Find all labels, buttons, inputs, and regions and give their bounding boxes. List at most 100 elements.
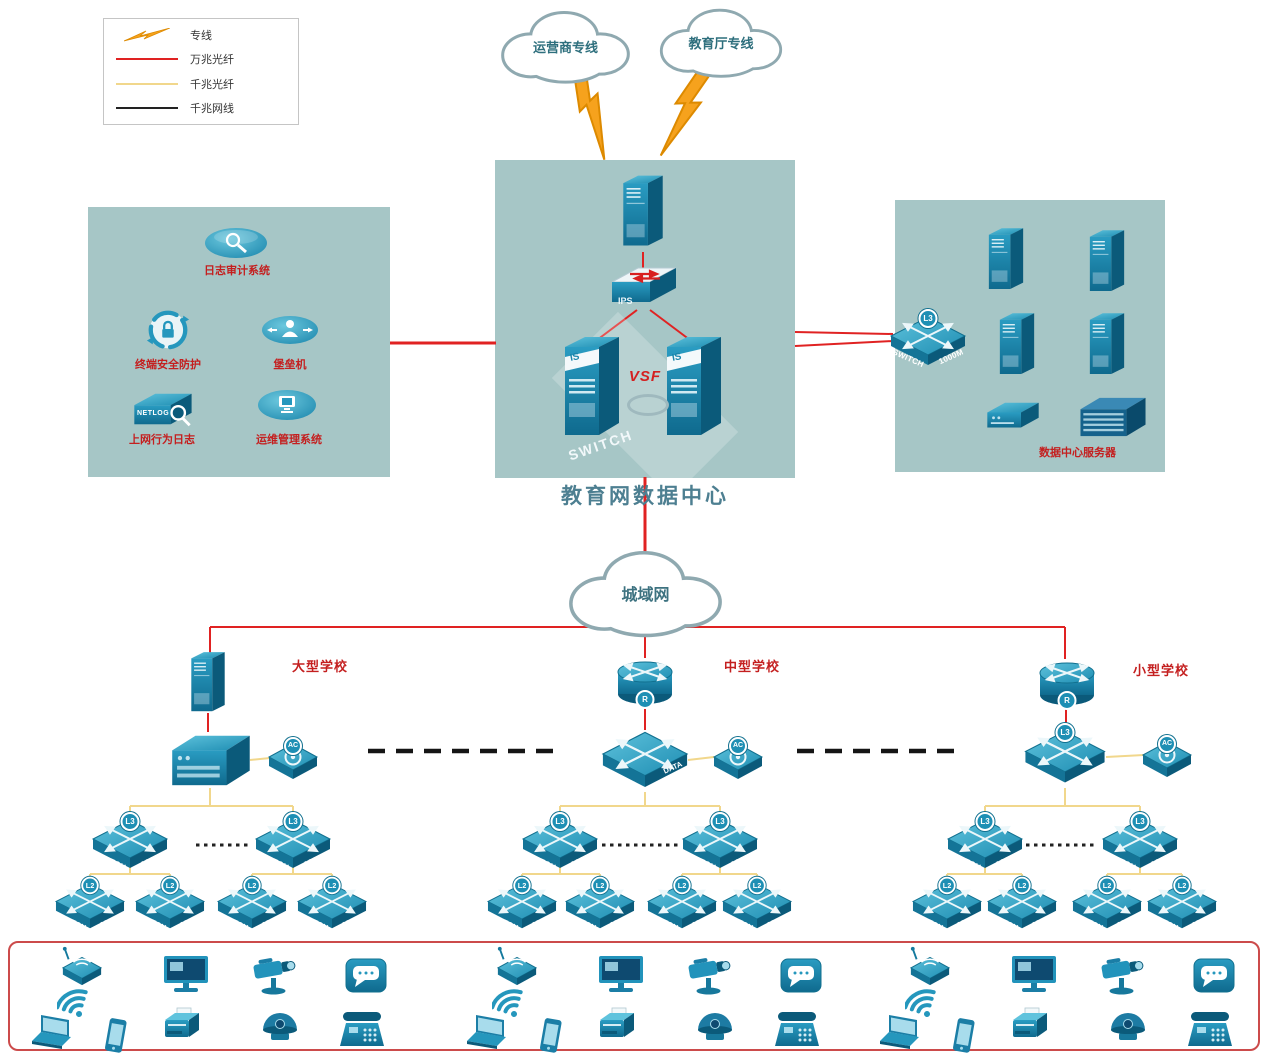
l3-badge: L3	[918, 309, 938, 328]
ac-badge: AC	[729, 737, 747, 755]
small-school-label: 小型学校	[1132, 663, 1189, 678]
printer-icon	[1008, 1007, 1052, 1043]
printer-icon	[595, 1007, 639, 1043]
storage-device	[982, 398, 1044, 434]
cloud-carrier-label: 运营商专线	[532, 39, 598, 55]
terminal-devices-box	[8, 941, 1260, 1051]
server-panel-caption: 数据中心服务器	[1039, 447, 1116, 459]
l2-switch: L2 SWITCH 1000M	[1070, 876, 1144, 934]
legend-item-dedicated-line: 专线	[104, 24, 298, 46]
small-school-core-switch: L3 SWITCH 1000M	[1022, 723, 1108, 790]
l3-switch: L3 SWITCH 1000M	[520, 812, 600, 875]
laptop-icon	[464, 1014, 510, 1050]
wireless-ap-icon	[908, 944, 952, 988]
large-school-server-icon	[187, 650, 229, 714]
ac-badge: AC	[284, 737, 302, 755]
l2-badge: L2	[591, 876, 609, 895]
desktop-icon	[1009, 955, 1059, 995]
l2-badge: L2	[1173, 876, 1191, 895]
endpoint-protection-label: 终端安全防护	[135, 359, 201, 371]
l2-badge: L2	[81, 876, 99, 895]
server-tower	[986, 224, 1026, 294]
printer-icon	[160, 1007, 204, 1043]
small-school-ac-icon: AC	[1141, 735, 1193, 782]
ips-device-icon: IPS	[606, 262, 682, 316]
netlog-label: 上网行为日志	[129, 434, 195, 446]
dome-camera-icon	[259, 1012, 301, 1042]
telephone-icon	[772, 1010, 822, 1048]
dome-camera-icon	[1107, 1012, 1149, 1042]
wireless-ap-icon	[495, 944, 539, 988]
endpoint-protection-icon	[145, 307, 191, 353]
bastion-host-icon	[260, 314, 320, 346]
l3-badge: L3	[550, 812, 570, 831]
l2-switch: L2 SWITCH 1000M	[485, 876, 559, 934]
router-badge: R	[635, 690, 655, 709]
ac-badge: AC	[1158, 735, 1176, 753]
l2-switch: L2 SWITCH 1000M	[53, 876, 127, 934]
core-server-2: IS	[663, 333, 725, 445]
l2-switch: L2 SWITCH 1000M	[720, 876, 794, 934]
l3-badge: L3	[120, 812, 140, 831]
log-audit-icon	[203, 226, 269, 262]
legend-item-1g-fiber: 千兆光纤	[104, 73, 298, 95]
l3-badge: L3	[975, 812, 995, 831]
vsf-ring	[627, 394, 669, 416]
wireless-ap-icon	[60, 944, 104, 988]
laptop-icon	[29, 1014, 75, 1050]
l3-switch: L3 SWITCH 1000M	[90, 812, 170, 875]
core-server-1: IS	[561, 333, 623, 445]
chat-icon	[344, 957, 388, 995]
router-badge: R	[1057, 691, 1077, 710]
cloud-carrier: 运营商专线	[483, 6, 648, 86]
server-tower	[1087, 226, 1127, 296]
camera-icon	[685, 953, 735, 997]
large-school-ac-icon: AC	[267, 737, 319, 784]
camera-icon	[1098, 953, 1148, 997]
rack-device	[1076, 394, 1150, 438]
legend: 专线 万兆光纤 千兆光纤 千兆网线	[103, 18, 299, 125]
desktop-icon	[596, 955, 646, 995]
ops-management-label: 运维管理系统	[256, 434, 322, 446]
large-school-label: 大型学校	[291, 659, 348, 674]
server-tower	[997, 309, 1037, 379]
l2-switch: L2 SWITCH 1000M	[133, 876, 207, 934]
netlog-device-label: NETLOG	[137, 410, 170, 417]
chat-icon	[779, 957, 823, 995]
l2-badge: L2	[513, 876, 531, 895]
l2-switch: L2 SWITCH 1000M	[215, 876, 289, 934]
smartphone-icon	[539, 1017, 563, 1054]
l2-switch: L2 SWITCH 1000M	[563, 876, 637, 934]
medium-school-label: 中型学校	[723, 659, 780, 674]
man-cloud: 城域网	[538, 545, 753, 640]
server-tower	[1087, 309, 1127, 379]
legend-label: 专线	[190, 30, 212, 43]
medium-school-core-switch: SWITCH DATA CENTER	[599, 729, 691, 795]
laptop-icon	[877, 1014, 923, 1050]
l2-badge: L2	[243, 876, 261, 895]
legend-label: 万兆光纤	[190, 54, 234, 67]
l2-switch: L2 SWITCH 1000M	[295, 876, 369, 934]
camera-icon	[250, 953, 300, 997]
smartphone-icon	[104, 1017, 128, 1054]
l2-badge: L2	[938, 876, 956, 895]
large-school-storage-icon	[166, 729, 254, 791]
l2-badge: L2	[748, 876, 766, 895]
l2-badge: L2	[673, 876, 691, 895]
red-line-sample	[116, 58, 178, 61]
l3-badge: L3	[283, 812, 303, 831]
datacenter-switch: L3 SWITCH 1000M	[888, 309, 968, 372]
chat-icon	[1192, 957, 1236, 995]
l2-switch: L2 SWITCH 1000M	[910, 876, 984, 934]
l3-badge: L3	[1055, 723, 1075, 742]
cloud-education: 教育厅专线	[642, 4, 800, 80]
telephone-icon	[337, 1010, 387, 1048]
l2-switch: L2 SWITCH 1000M	[985, 876, 1059, 934]
man-cloud-label: 城域网	[621, 586, 670, 604]
medium-school-router-icon: R	[615, 656, 675, 709]
ips-label: IPS	[618, 296, 633, 306]
server-tag: IS	[671, 351, 683, 364]
legend-item-1g-cable: 千兆网线	[104, 97, 298, 119]
l2-switch: L2 SWITCH 1000M	[1145, 876, 1219, 934]
